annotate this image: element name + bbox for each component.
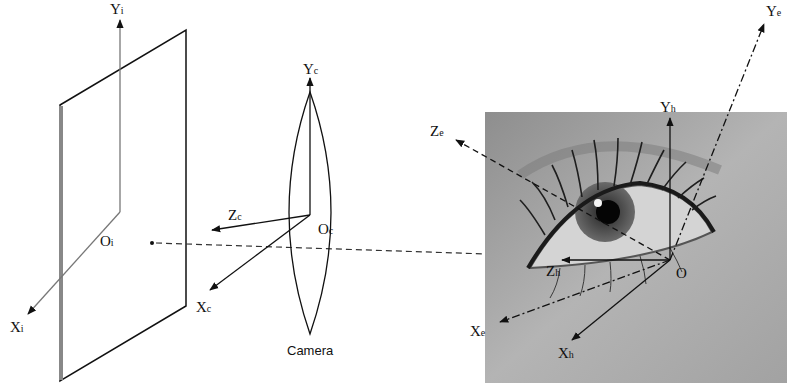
xh-axis [572, 260, 670, 340]
axis-label: Zc [228, 208, 242, 223]
axis-label: Oi [100, 234, 114, 249]
axis-label: Xc [196, 300, 211, 315]
zh-axis [562, 259, 670, 260]
ze-axis [456, 140, 670, 260]
axis-label: Xe [470, 324, 485, 339]
axis-label: Oc [318, 222, 333, 237]
yi-axis [119, 20, 120, 212]
yh-axis [669, 118, 670, 260]
axis-label: Yi [110, 2, 124, 17]
image-plane [60, 30, 186, 381]
axis-label: Xh [558, 346, 574, 361]
ye-axis [670, 24, 764, 260]
axis-label: Yh [660, 100, 676, 115]
yc-axis [309, 78, 310, 215]
xc-axis [210, 215, 310, 290]
axis-label: O [676, 266, 687, 281]
axis-label: Xi [10, 320, 24, 335]
axis-label: Zh [546, 264, 560, 279]
eye-photo [485, 112, 787, 383]
xe-axis [500, 260, 670, 322]
device-label: Camera [287, 344, 333, 357]
axis-label: Ye [766, 4, 781, 19]
xi-axis [28, 212, 120, 314]
axis-label: Ze [430, 124, 444, 139]
zc-axis [212, 215, 310, 230]
axis-label: Yc [303, 62, 318, 77]
image-point [150, 241, 154, 245]
